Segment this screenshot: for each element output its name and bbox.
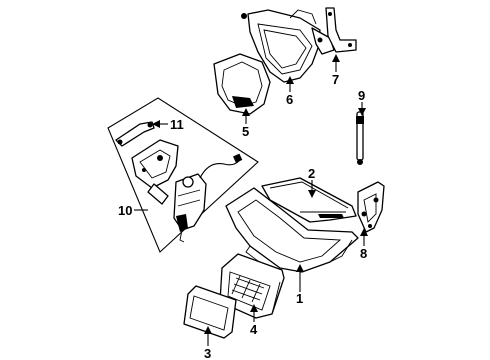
retainer-ring-part <box>213 53 271 115</box>
mounting-bracket-part <box>241 9 335 83</box>
callout-6: 6 <box>286 92 293 107</box>
motor-group-outline <box>107 97 259 253</box>
callout-11: 11 <box>170 117 184 132</box>
bezel-part <box>183 285 237 339</box>
motor-bracket-part <box>131 139 179 205</box>
callout-7: 7 <box>332 72 339 87</box>
callout-9: 9 <box>358 88 365 103</box>
callout-1: 1 <box>296 291 303 306</box>
callout-4: 4 <box>250 322 258 337</box>
support-rod-part <box>356 111 364 165</box>
housing-part <box>225 187 359 273</box>
motor-part <box>173 153 243 243</box>
callout-2: 2 <box>308 166 315 181</box>
callout-labels: 1 2 3 4 5 6 7 8 9 10 11 <box>118 72 367 360</box>
pivot-bracket-part <box>357 181 385 233</box>
callout-8: 8 <box>360 246 367 261</box>
upper-bracket-part <box>325 7 357 53</box>
callout-leaders <box>134 54 368 346</box>
linkage-part <box>115 121 155 147</box>
callout-3: 3 <box>204 346 211 360</box>
callout-5: 5 <box>242 124 249 139</box>
headlamp-door-part <box>261 177 357 223</box>
callout-10: 10 <box>118 203 132 218</box>
